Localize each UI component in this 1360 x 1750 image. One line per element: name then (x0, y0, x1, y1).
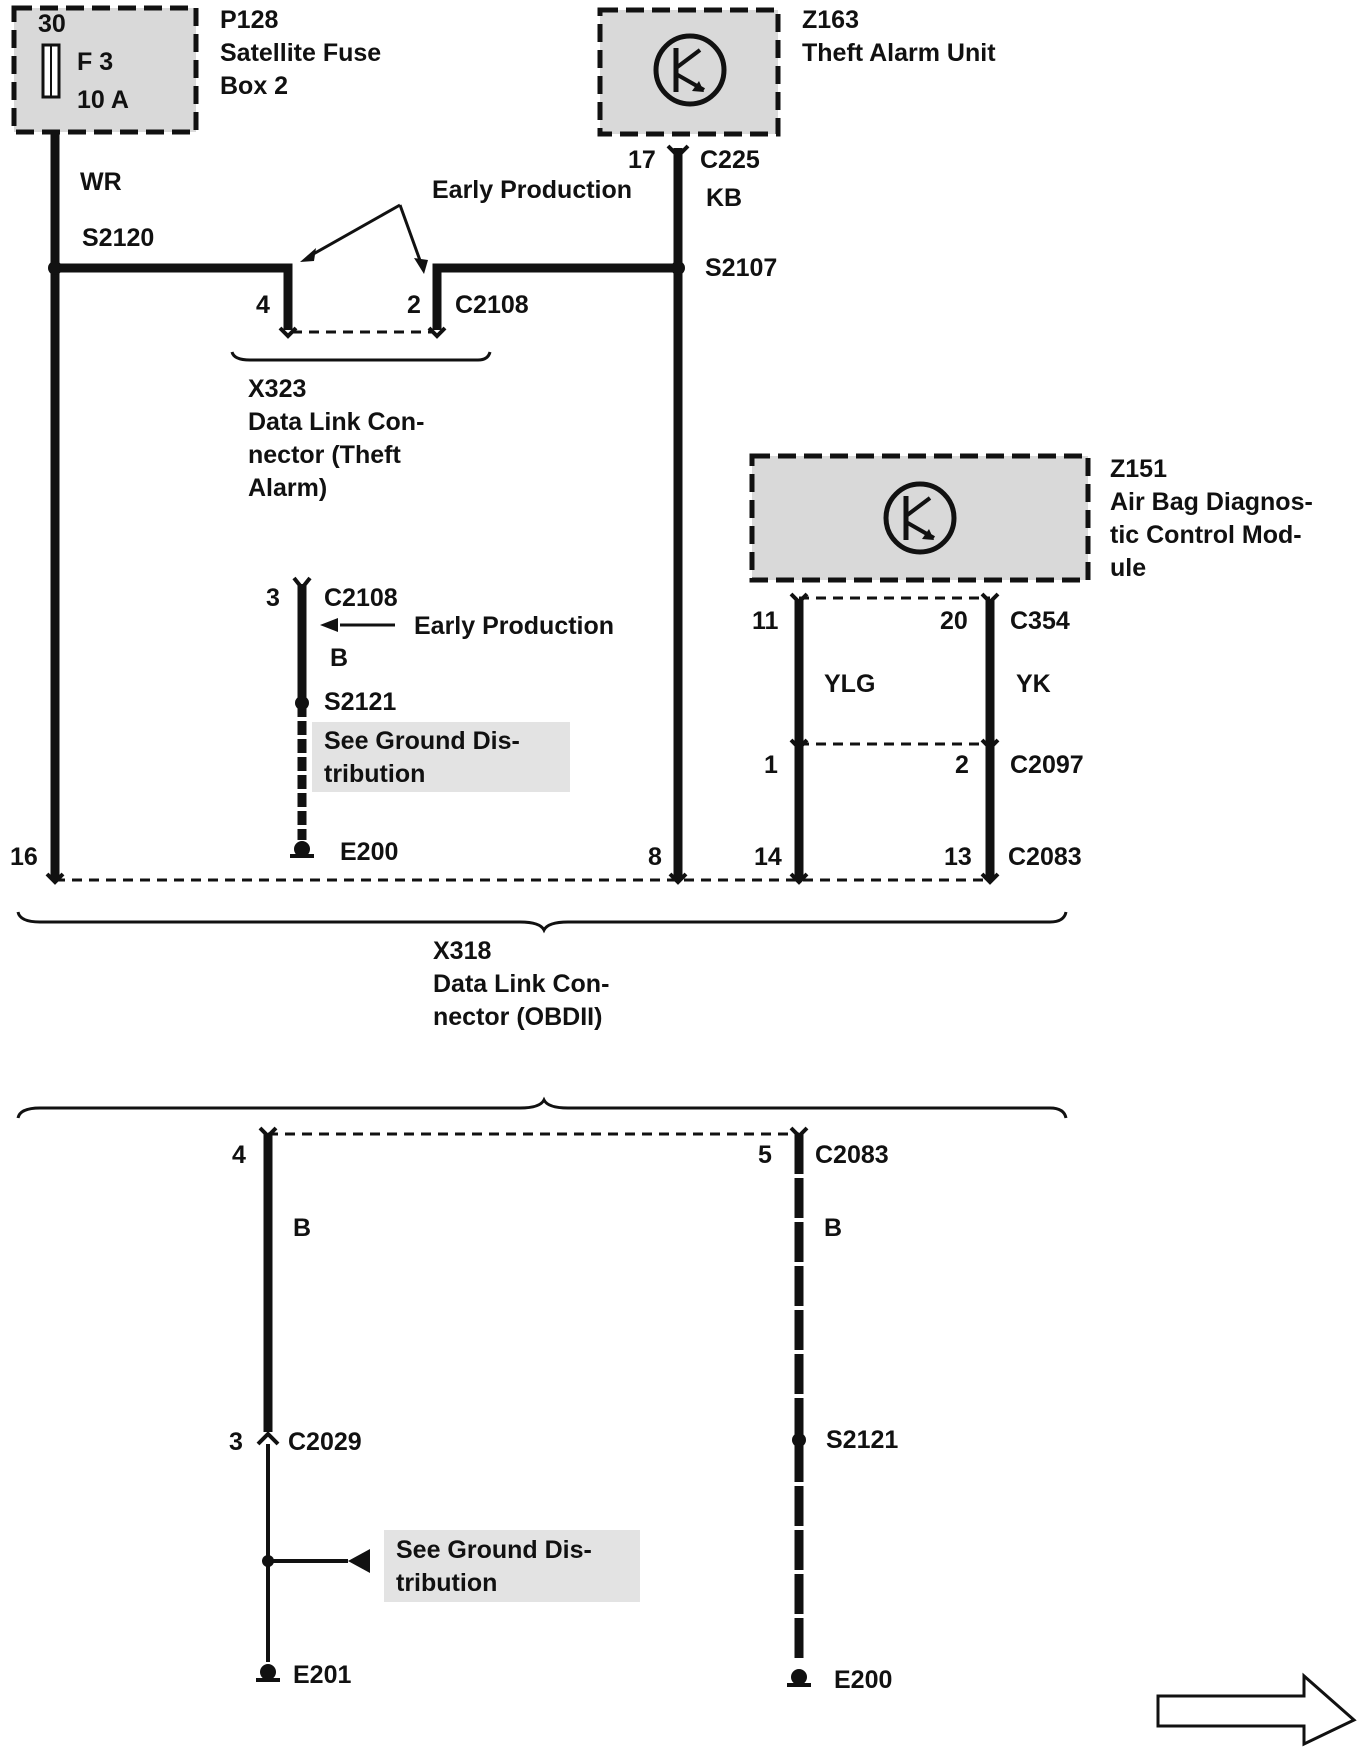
ground-e201: E201 (293, 1661, 351, 1689)
splice-s2121-top-label: S2121 (324, 688, 396, 716)
see-ground-2-box (384, 1530, 640, 1602)
wire-wr-label: WR (80, 168, 122, 196)
airbag-name-2: tic Control Mod- (1110, 521, 1302, 549)
x318-ref: X318 (433, 937, 491, 965)
x318-pin-13: 13 (944, 843, 972, 871)
theft-alarm-unit (597, 7, 781, 137)
early-production-label-2: Early Production (414, 612, 614, 640)
see-ground-1-line-1: See Ground Dis- (324, 727, 520, 755)
wire-s2120-branch (55, 263, 293, 330)
c2097-pin-1: 1 (764, 751, 778, 779)
airbag-module (749, 453, 1091, 583)
x323-name-1: Data Link Con- (248, 408, 424, 436)
wire-kb-label: KB (706, 184, 742, 212)
connector-c225: C225 (700, 146, 760, 174)
connector-c225-mark (666, 144, 690, 159)
c2108-lower-pin: 3 (266, 584, 280, 612)
connector-c2097: C2097 (1010, 751, 1084, 779)
x318-pin-8: 8 (648, 843, 662, 871)
splice-s2121-top (295, 696, 309, 710)
x318-name-1: Data Link Con- (433, 970, 609, 998)
see-ground-1-box (312, 722, 570, 792)
theft-alarm-name: Theft Alarm Unit (802, 39, 996, 67)
connector-c2029: C2029 (288, 1428, 362, 1456)
ground-icon (256, 1664, 280, 1682)
wire-b-lower-right-label: B (824, 1214, 842, 1242)
airbag-pin-20: 20 (940, 607, 968, 635)
arrow-right-icon (1156, 1672, 1357, 1747)
theft-alarm-ref: Z163 (802, 6, 859, 34)
connector-c354: C354 (1010, 607, 1070, 635)
ground-icon (787, 1669, 811, 1687)
wire-s2107-branch (432, 263, 678, 330)
fuse-rating: 10 A (77, 86, 129, 114)
lower-pin-5: 5 (758, 1141, 772, 1169)
connector-c2108: C2108 (455, 291, 529, 319)
splice-s2121-bottom (792, 1433, 806, 1447)
c2097-pin-2: 2 (955, 751, 969, 779)
x323-ref: X323 (248, 375, 306, 403)
ground-icon (290, 841, 314, 858)
transistor-icon (883, 481, 957, 555)
see-ground-2-line-1: See Ground Dis- (396, 1536, 592, 1564)
connector-c2083-top: C2083 (1008, 843, 1082, 871)
airbag-name-1: Air Bag Diagnos- (1110, 488, 1313, 516)
airbag-name-3: ule (1110, 554, 1146, 582)
early-production-label: Early Production (432, 176, 632, 204)
x323-name-3: Alarm) (248, 474, 327, 502)
x323-name-2: nector (Theft (248, 441, 401, 469)
airbag-pin-11: 11 (752, 607, 779, 635)
fuse-box-name-2: Box 2 (220, 72, 288, 100)
see-ground-2-line-2: tribution (396, 1569, 497, 1597)
x318-lower-bracket (16, 1096, 1068, 1119)
x318-pin-16: 16 (10, 843, 38, 871)
x318-pin-14: 14 (754, 843, 782, 871)
fuse-box-p128: 30 F 3 10 A (11, 5, 199, 135)
wire-yk-label: YK (1016, 670, 1051, 698)
see-ground-1-line-2: tribution (324, 760, 425, 788)
c2029-pin: 3 (229, 1428, 243, 1456)
fuse-icon (41, 43, 61, 99)
x323-pin-2: 2 (407, 291, 421, 319)
c2108-lower-connector: C2108 (324, 584, 398, 612)
wire-ylg-label: YLG (824, 670, 875, 698)
x318-name-2: nector (OBDII) (433, 1003, 602, 1031)
ground-e200-top: E200 (340, 838, 398, 866)
early-production-arrows (300, 203, 428, 274)
x323-bracket (230, 351, 492, 362)
theft-alarm-pin: 17 (628, 146, 656, 174)
x318-bracket (16, 911, 1068, 934)
fuse-pin-30: 30 (38, 10, 66, 38)
lower-pin-4: 4 (232, 1141, 246, 1169)
c2108-lower-wire: B (330, 644, 348, 672)
fuse-number: F 3 (77, 48, 113, 76)
airbag-ref: Z151 (1110, 455, 1167, 483)
connector-c2029-mark (256, 1431, 280, 1446)
x323-pin-4: 4 (256, 291, 270, 319)
transistor-icon (653, 33, 727, 107)
ground-e200-bottom: E200 (834, 1666, 892, 1694)
splice-s2107-label: S2107 (705, 254, 777, 282)
splice-s2120-label: S2120 (82, 224, 154, 252)
wire-b-lower-left-label: B (293, 1214, 311, 1242)
splice-s2121-bottom-label: S2121 (826, 1426, 898, 1454)
fuse-box-ref: P128 (220, 6, 278, 34)
connector-c2083-lower: C2083 (815, 1141, 889, 1169)
fuse-box-name-1: Satellite Fuse (220, 39, 381, 67)
